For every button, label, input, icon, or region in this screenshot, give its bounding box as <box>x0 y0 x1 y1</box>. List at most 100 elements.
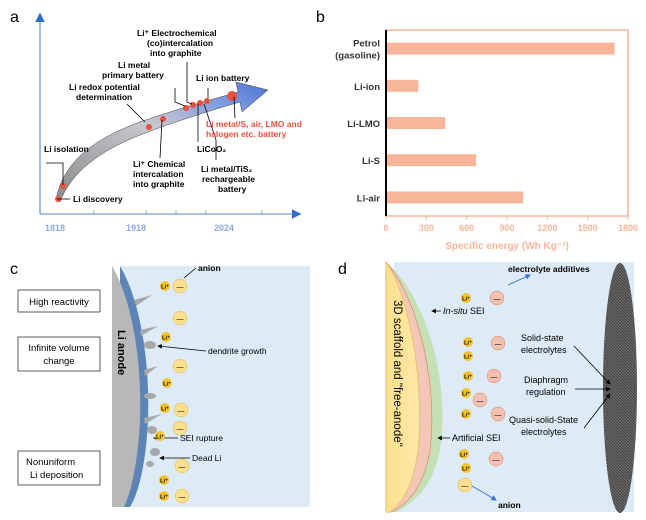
label-li-discovery: Li discovery <box>73 194 123 204</box>
chart-x-label: Specific energy (Wh Kg⁻¹) <box>445 241 569 252</box>
li-ion <box>463 337 473 347</box>
box-volume-change <box>17 336 101 372</box>
label-sei-rupture: SEI rupture <box>180 433 223 443</box>
label-chem-3: into graphite <box>133 179 185 189</box>
anion-sign: — <box>178 408 185 415</box>
li-ion <box>463 351 473 361</box>
label-chem-1: Li⁺ Chemical <box>133 159 185 169</box>
anion-particle <box>173 402 189 418</box>
li-ion <box>459 449 469 459</box>
label-ion-battery: Li ion battery <box>196 73 250 83</box>
milestone-dot <box>204 98 210 104</box>
anion-particle <box>172 278 188 294</box>
label-li-isolation: Li isolation <box>44 144 89 154</box>
anion-sign: — <box>495 412 502 419</box>
label-future-1: Li metal/S, air, LMO and <box>206 119 302 129</box>
bar-4 <box>387 191 524 204</box>
label-solid-1: Solid-state <box>521 333 564 343</box>
li-ion-label: Li⁺ <box>160 478 168 485</box>
label-anion-c: anion <box>198 263 221 273</box>
li-ion <box>161 332 171 342</box>
x-tick-label: 1200 <box>537 223 557 233</box>
label-licoo2: LiCoO₂ <box>197 144 226 154</box>
label-tis2-1: Li metal/TiS₂ <box>201 164 253 174</box>
li-anode <box>112 266 141 507</box>
bar-0 <box>387 42 615 55</box>
li-ion-label: Li⁺ <box>162 335 170 342</box>
li-ion <box>461 409 471 419</box>
label-dead-li: Dead Li <box>192 453 221 463</box>
panel-d: d 3D scaffold and "free-anode" electroly… <box>338 261 637 513</box>
year-2024: 2024 <box>214 223 234 233</box>
category-label-0: Petrol <box>353 39 380 50</box>
anion-particle <box>172 310 188 326</box>
panel-d-letter: d <box>338 261 347 278</box>
anion-sign: — <box>177 316 184 323</box>
label-diaphragm-2: regulation <box>526 387 566 397</box>
anion-particle <box>490 406 506 422</box>
anion-sign: — <box>477 398 484 405</box>
label-quasi-1: Quasi-solid-State <box>509 415 578 425</box>
x-tick-label: 1800 <box>618 223 638 233</box>
year-1918: 1918 <box>126 223 146 233</box>
box-nonuniform-1: Nonuniform <box>26 457 75 468</box>
milestone-dot-future <box>227 91 237 101</box>
anion-sign: — <box>493 457 500 464</box>
panel-c-letter: c <box>10 261 18 278</box>
li-ion <box>461 388 471 398</box>
li-ion-label: Li⁺ <box>462 296 470 303</box>
li-ion-label: Li⁺ <box>163 381 171 388</box>
dendrites <box>134 295 162 467</box>
milestone-dot <box>146 124 152 130</box>
panel-a: a 1818 1918 2024 <box>10 9 302 233</box>
milestone-dot <box>190 102 196 108</box>
panel-b: b Specific energy (Wh Kg⁻¹) Petrol(gasol… <box>316 9 638 252</box>
label-quasi-2: electrolytes <box>521 427 567 437</box>
anion-particle <box>489 290 505 306</box>
label-dendrite: dendrite growth <box>208 346 267 356</box>
li-ion-label: Li⁺ <box>161 406 169 413</box>
li-ion-label: Li⁺ <box>160 494 168 501</box>
anion-particle <box>172 420 188 436</box>
milestone-dot <box>160 116 166 122</box>
panel-b-letter: b <box>316 9 325 26</box>
separator-membrane <box>603 263 637 513</box>
electrolyte-region <box>120 266 310 507</box>
li-ion <box>160 281 170 291</box>
li-ion <box>461 293 471 303</box>
x-tick-label: 600 <box>459 223 474 233</box>
box-volume-2: change <box>43 356 74 367</box>
li-ion <box>160 403 170 413</box>
bar-2 <box>387 117 446 129</box>
label-tis2-3: battery <box>218 184 247 194</box>
anion-sign: — <box>494 296 501 303</box>
li-ion <box>162 378 172 388</box>
label-future-2: halogen etc. battery <box>206 129 287 139</box>
li-ion <box>463 371 473 381</box>
scaffold-label: 3D scaffold and "free-anode" <box>391 300 403 447</box>
li-ion-label: Li⁺ <box>464 354 472 361</box>
anion-sign: — <box>177 284 184 291</box>
li-ion <box>155 431 165 441</box>
scaffold-layer <box>385 261 420 513</box>
label-electrolyte-additives: electrolyte additives <box>508 264 590 274</box>
category-label-2: Li-LMO <box>347 119 380 130</box>
anion-particle <box>488 451 504 467</box>
anion-particle <box>486 368 502 384</box>
label-artificial-sei: Artificial SEI <box>452 433 501 443</box>
anion-sign: — <box>179 464 186 471</box>
x-tick-label: 300 <box>419 223 434 233</box>
li-ion <box>159 491 169 501</box>
label-chem-2: intercalation <box>133 169 184 179</box>
anion-particle <box>174 488 190 504</box>
anion-particle <box>472 392 488 408</box>
x-tick-label: 0 <box>383 223 388 233</box>
milestone-dot <box>60 183 66 189</box>
li-ion-label: Li⁺ <box>462 391 470 398</box>
label-echem-3: into graphite <box>150 48 202 58</box>
box-high-reactivity-text: High reactivity <box>29 297 89 308</box>
category-label-0: (gasoline) <box>335 51 380 62</box>
year-1818: 1818 <box>45 223 65 233</box>
anion-particle <box>490 335 506 351</box>
label-anion-d: anion <box>498 500 521 510</box>
